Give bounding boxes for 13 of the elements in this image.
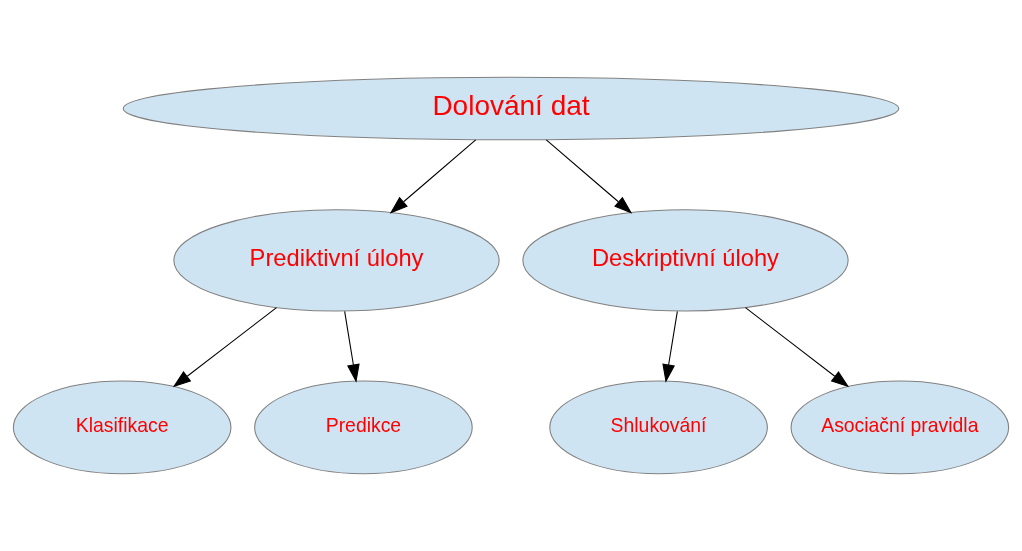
node-ellipse: Shlukování [549,380,768,475]
arrow [545,139,633,214]
node-ellipse: Predikce [254,380,473,475]
node-ellipse: Klasifikace [12,380,232,475]
arrow [744,307,850,388]
node-ellipse: Asociační pravidla [790,380,1010,475]
arrow [389,139,477,214]
node-ellipse: Dolování dat [122,76,900,141]
arrow [344,310,360,383]
arrow [662,310,678,383]
node-ellipse: Prediktivní úlohy [173,209,500,312]
arrow [172,307,278,388]
node-ellipse: Deskriptivní úlohy [522,209,849,312]
